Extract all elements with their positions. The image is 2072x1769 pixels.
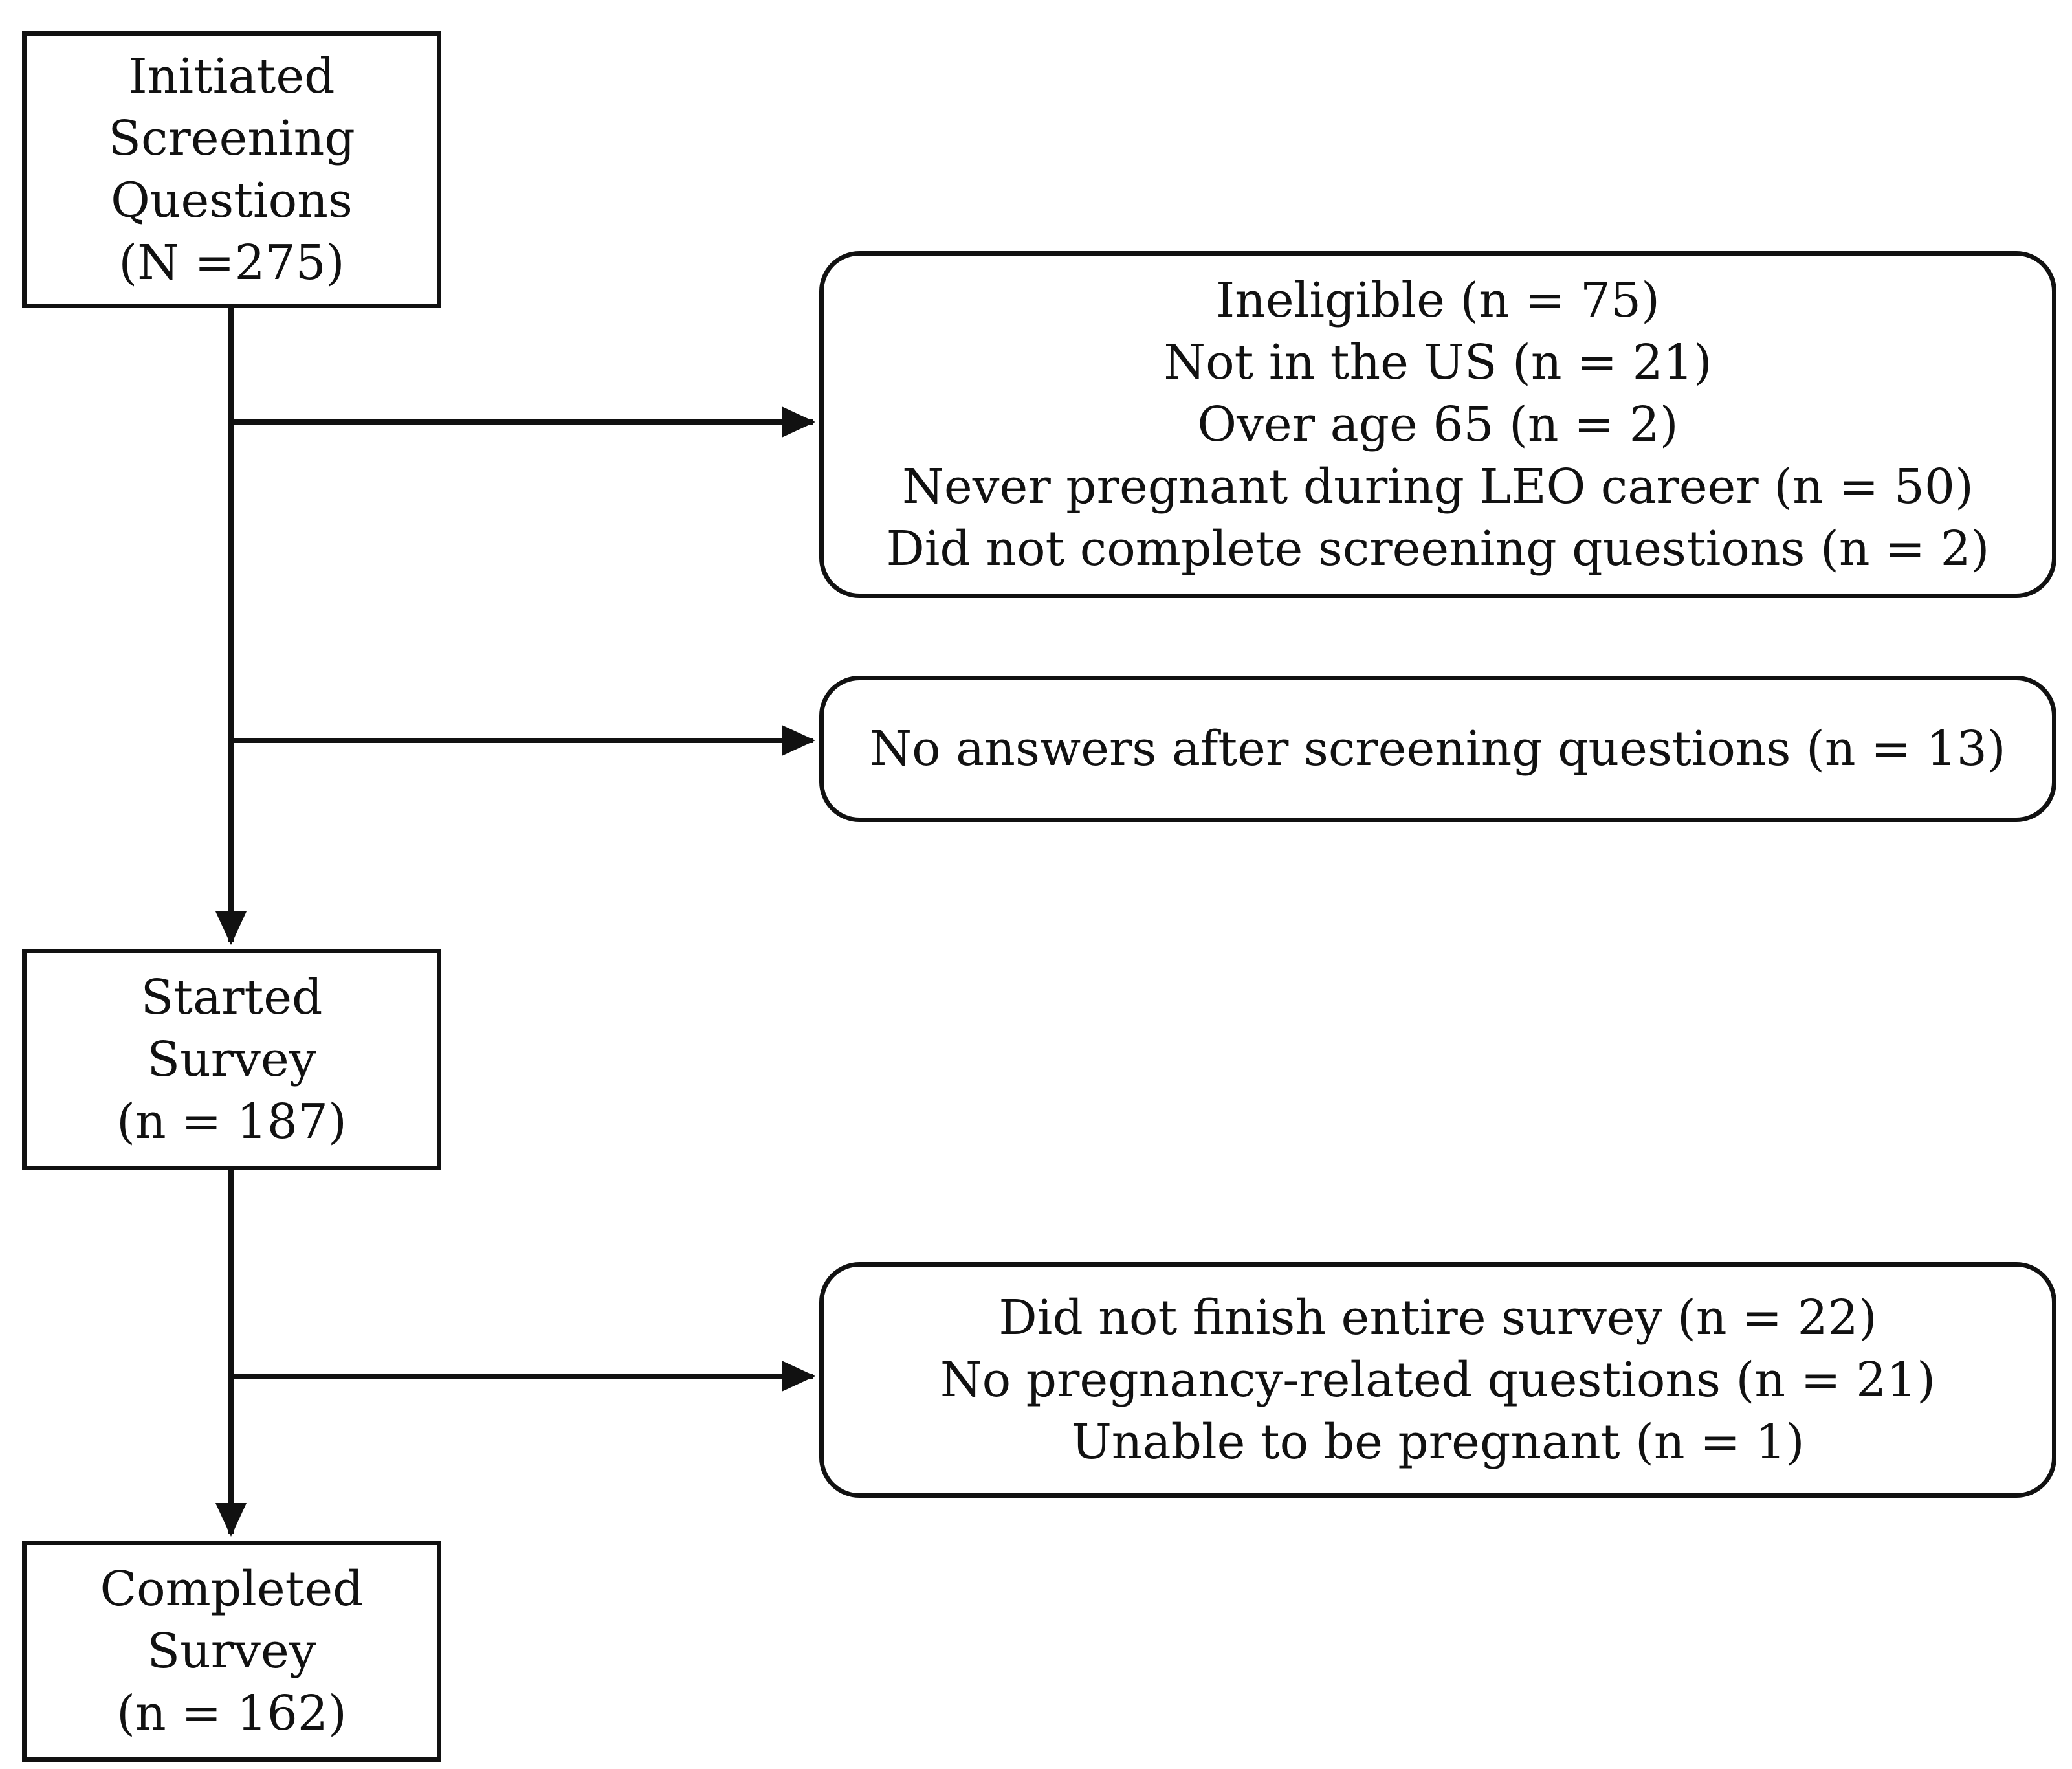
node-text-line: Unable to be pregnant (n = 1) <box>1071 1414 1805 1470</box>
node-count: (N =275) <box>118 235 345 291</box>
node-text-line: Never pregnant during LEO career (n = 50… <box>902 459 1974 515</box>
node-text-line: Did not finish entire survey (n = 22) <box>998 1290 1877 1346</box>
completed-survey-node: Completed Survey (n = 162) <box>22 1541 441 1762</box>
node-text-line: Not in the US (n = 21) <box>1163 335 1712 390</box>
node-text-line: Initiated <box>128 49 335 104</box>
no-answers-exclusion-node: No answers after screening questions (n … <box>819 676 2056 822</box>
node-text-line: Questions <box>111 173 353 228</box>
node-text-line: Completed <box>100 1561 364 1617</box>
node-text-line: Started <box>140 970 323 1025</box>
ineligible-exclusion-node: Ineligible (n = 75) Not in the US (n = 2… <box>819 251 2056 598</box>
started-survey-node: Started Survey (n = 187) <box>22 949 441 1170</box>
node-text-line: Over age 65 (n = 2) <box>1197 397 1679 452</box>
node-text-line: Ineligible (n = 75) <box>1215 273 1660 328</box>
node-count: (n = 187) <box>116 1094 347 1150</box>
not-finished-exclusion-node: Did not finish entire survey (n = 22) No… <box>819 1262 2056 1498</box>
initiated-screening-node: Initiated Screening Questions (N =275) <box>22 31 441 308</box>
node-count: (n = 162) <box>116 1686 347 1741</box>
node-text-line: No pregnancy-related questions (n = 21) <box>940 1352 1936 1408</box>
node-text-line: Survey <box>147 1032 316 1087</box>
node-text-line: Survey <box>147 1623 316 1679</box>
node-text-line: Did not complete screening questions (n … <box>886 521 1990 577</box>
node-text-line: Screening <box>108 111 355 166</box>
node-text-line: No answers after screening questions (n … <box>870 721 2006 777</box>
